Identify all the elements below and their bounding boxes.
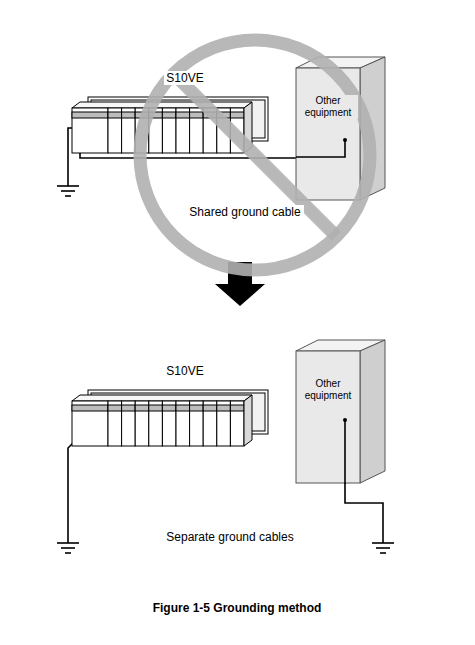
io-module — [230, 401, 244, 446]
ground-wire — [68, 440, 76, 543]
module-header — [122, 112, 136, 118]
io-module — [162, 401, 176, 446]
caption-holder: Figure 1-5 Grounding method — [153, 601, 322, 616]
device-name: S10VE — [87, 71, 283, 85]
io-module — [203, 108, 217, 153]
terminal-dot — [343, 138, 347, 142]
cable-note: Shared ground cable — [186, 205, 303, 220]
io-module — [162, 108, 176, 153]
module-header — [190, 112, 204, 118]
rack-illustration — [72, 97, 268, 153]
module-header — [108, 112, 122, 118]
io-module — [135, 108, 149, 153]
cable-note: Separate ground cables — [163, 530, 296, 545]
prohibition-slash — [174, 74, 337, 237]
module-header — [203, 112, 217, 118]
equipment-label: Other equipment — [298, 378, 358, 402]
power-module — [72, 108, 108, 153]
module-header — [135, 112, 149, 118]
io-module — [176, 108, 190, 153]
io-module — [203, 401, 217, 446]
module-side — [244, 102, 252, 153]
ground-symbol — [57, 543, 79, 553]
figure-caption: Figure 1-5 Grounding method — [153, 601, 322, 616]
label-holder: Separate ground cables — [163, 530, 296, 545]
ground-symbol — [372, 543, 394, 553]
label-holder: Shared ground cable — [186, 205, 303, 220]
module-header — [72, 112, 108, 118]
module-header — [203, 405, 217, 411]
module-header — [230, 112, 244, 118]
prohibition-ring — [140, 40, 370, 270]
io-module — [122, 401, 136, 446]
module-header — [149, 405, 163, 411]
cabinet-side — [360, 340, 385, 483]
module-header — [217, 112, 231, 118]
io-module — [122, 108, 136, 153]
module-header — [190, 405, 204, 411]
io-module — [176, 401, 190, 446]
cabinet-illustration — [296, 57, 386, 201]
module-header — [162, 405, 176, 411]
ground-wire — [68, 128, 72, 186]
ground-symbol — [57, 186, 79, 196]
controller-rack: S10VE — [72, 97, 268, 153]
cabinet-side — [360, 57, 385, 200]
io-module — [135, 401, 149, 446]
io-module — [108, 401, 122, 446]
module-header — [72, 405, 108, 411]
equipment-cabinet: Other equipment — [296, 340, 386, 484]
controller-rack: S10VE — [72, 390, 268, 446]
module-header — [122, 405, 136, 411]
io-module — [190, 401, 204, 446]
io-module — [217, 108, 231, 153]
io-module — [230, 108, 244, 153]
cabinet-front — [296, 351, 360, 483]
module-header — [217, 405, 231, 411]
cabinet-illustration — [296, 340, 386, 484]
ground-wire — [344, 420, 346, 484]
io-module — [149, 401, 163, 446]
module-side — [244, 395, 252, 446]
down-arrow — [215, 262, 265, 306]
module-header — [135, 405, 149, 411]
equipment-cabinet: Other equipment — [296, 57, 386, 201]
ground-wire — [345, 482, 383, 543]
module-top — [72, 395, 252, 401]
text-patch: S10VE — [164, 364, 205, 378]
module-top — [72, 102, 252, 108]
module-header — [149, 112, 163, 118]
cabinet-front — [296, 68, 360, 200]
io-module — [149, 108, 163, 153]
text-patch: S10VE — [164, 71, 205, 85]
terminal-dot — [343, 418, 347, 422]
device-name: S10VE — [87, 364, 283, 378]
module-header — [230, 405, 244, 411]
module-header — [176, 112, 190, 118]
ground-cable — [80, 153, 296, 158]
module-header — [108, 405, 122, 411]
rack-illustration — [72, 390, 268, 446]
ground-wire — [296, 140, 345, 157]
module-header — [162, 112, 176, 118]
io-module — [217, 401, 231, 446]
io-module — [190, 108, 204, 153]
io-module — [108, 108, 122, 153]
module-header — [176, 405, 190, 411]
equipment-label: Other equipment — [298, 95, 358, 119]
power-module — [72, 401, 108, 446]
